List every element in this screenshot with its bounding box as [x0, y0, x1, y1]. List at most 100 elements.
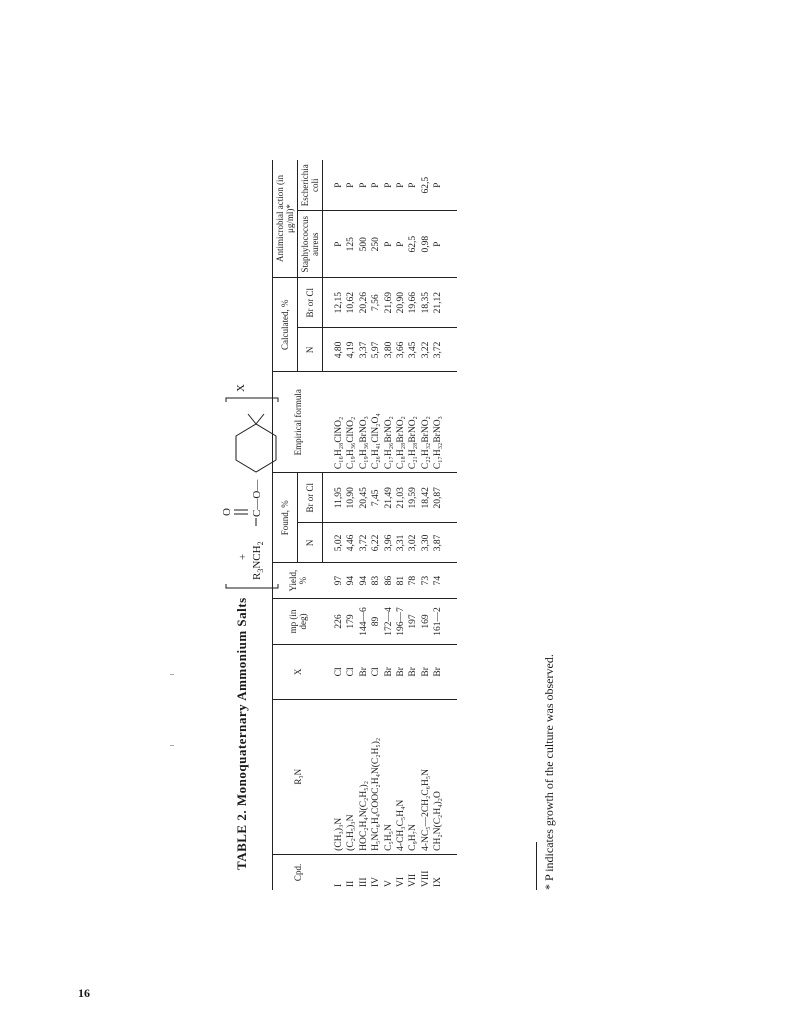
cell-staph: 250 — [370, 210, 383, 278]
cell-ecoli: P — [396, 182, 407, 188]
cell-found-brcl: 21,49 — [382, 472, 396, 523]
cell-calc-brcl: 19,66 — [407, 277, 420, 328]
cell-formula: C₁₈H₂₈BrNO₂ — [395, 371, 408, 473]
cell-found-brcl: 20,87 — [432, 472, 457, 523]
cell-staph: 0,98 — [419, 210, 433, 278]
scan-speck — [170, 745, 174, 746]
table-row: III HOC₂H₄N(C₂H₅)₂ Br 144—6 94 3,72 20,4… — [357, 160, 371, 890]
header-found: Found, % — [272, 472, 298, 563]
methyl-bond-b — [255, 413, 265, 425]
cell-calc-brcl: 20,90 — [395, 277, 408, 328]
cell-cpd: II — [345, 854, 358, 890]
cell-x: Br — [395, 644, 408, 700]
anion-label: X — [235, 384, 247, 392]
structure-n: N — [251, 561, 263, 569]
structural-formula: + R3NCH2 O C—O— X — [208, 330, 284, 590]
cell-calc-brcl: 7,56 — [370, 277, 383, 328]
cell-calc-n: 3,22 — [419, 327, 433, 372]
cell-r3n: C₅H₅N — [382, 699, 396, 855]
cell-formula: C₁₉H₃₆ClNO₂ — [345, 371, 358, 473]
cell-r3n: CH₂N(C₂H₄)₂O — [432, 699, 457, 855]
cell-cpd: I — [322, 854, 346, 890]
cell-x: Br — [407, 644, 420, 700]
cell-calc-n: 5,97 — [370, 327, 383, 372]
cell-found-brcl: 20,45 — [357, 472, 371, 523]
cell-calc-brcl: 21,12 — [432, 277, 457, 328]
structure-r: R — [251, 572, 263, 580]
header-antimicrobial: Antimicrobial action (in μg/ml)* — [272, 160, 298, 278]
cell-found-n: 5,02 — [322, 522, 346, 563]
cell-found-n: 3,96 — [382, 522, 396, 563]
cell-mp: 197 — [407, 598, 420, 645]
header-calc-n: N — [297, 327, 323, 372]
cell-calc-n: 4,19 — [345, 327, 358, 372]
table-row: VI 4-CH₃C₅H₄N Br 196—7 81 3,31 21,03 C₁₈… — [395, 160, 408, 890]
page-number: 16 — [78, 986, 90, 1000]
cell-found-brcl: 19,59 — [407, 472, 420, 523]
cell-found-brcl: 18,42 — [419, 472, 433, 523]
cell-calc-n: 3,37 — [357, 327, 371, 372]
cell-cpd: IV — [370, 854, 383, 890]
header-formula: Empirical formula — [272, 371, 323, 473]
cell-formula: C₂₂H₃₂BrNO₂ — [419, 371, 433, 473]
structure-ch-sub: 2 — [256, 541, 265, 545]
header-found-brcl: Br or Cl — [297, 472, 323, 523]
cell-yield: 83 — [370, 562, 383, 599]
cell-found-brcl: 7,45 — [370, 472, 383, 523]
cell-r3n: HOC₂H₄N(C₂H₅)₂ — [357, 699, 371, 855]
cell-r3n: 4-NC₅—2CH₂C₆H₅N — [419, 699, 433, 855]
cell-found-n: 3,72 — [357, 522, 371, 563]
carbonyl-oxygen: O — [221, 508, 233, 516]
cell-found-n: 3,87 — [432, 522, 457, 563]
structural-formula-drawing: + R3NCH2 O C—O— X — [221, 384, 279, 589]
cell-yield: 73 — [419, 562, 433, 599]
cell-cpd: VII — [407, 854, 420, 890]
cell-found-n: 4,46 — [345, 522, 358, 563]
cell-x: Cl — [345, 644, 358, 700]
table-row: VII C₉H₇N Br 197 78 3,02 19,59 C₂₁H₂₈BrN… — [407, 160, 420, 890]
cell-yield: 74 — [432, 562, 457, 599]
table-row: V C₅H₅N Br 172—4 86 3,96 21,49 C₁₇H₂₆BrN… — [382, 160, 396, 890]
cell-found-brcl: 11,95 — [322, 472, 346, 523]
cell-yield: 86 — [382, 562, 396, 599]
cell-r3n: (C₂H₅)₃N — [345, 699, 358, 855]
table-row: IV H₅NC₆H₄COOC₂H₄N(C₂H₅)₂ Cl 89 83 6,22 … — [370, 160, 383, 890]
footnote: * P indicates growth of the culture was … — [542, 654, 556, 890]
header-mp: mp (in deg) — [272, 598, 323, 645]
header-calc-brcl: Br or Cl — [297, 277, 323, 328]
scan-speck — [170, 674, 174, 675]
header-ecoli: Escherichia coli — [297, 160, 323, 211]
structure-ch: CH — [251, 545, 263, 560]
cell-yield: 78 — [407, 562, 420, 599]
cell-yield: 94 — [357, 562, 371, 599]
cell-found-n: 3,30 — [419, 522, 433, 563]
cell-formula: C₂₁H₂₈BrNO₂ — [407, 371, 420, 473]
table-row: VIII 4-NC₅—2CH₂C₆H₅N Br 169 73 3,30 18,4… — [419, 160, 433, 890]
table-title: TABLE 2. Monoquaternary Ammonium Salts — [234, 597, 249, 870]
cell-cpd: III — [357, 854, 371, 890]
cell-cpd: VI — [395, 854, 408, 890]
cell-mp: 169 — [419, 598, 433, 645]
cell-r3n: C₉H₇N — [407, 699, 420, 855]
cell-found-n: 3,31 — [395, 522, 408, 563]
cell-calc-brcl: 12,15 — [322, 277, 346, 328]
cell-x: Br — [357, 644, 371, 700]
cell-x: Cl — [322, 644, 346, 700]
cell-staph: P — [322, 210, 346, 278]
cell-x: Cl — [370, 644, 383, 700]
header-yield: Yield, % — [272, 562, 323, 599]
cell-ecoli: P — [383, 182, 394, 188]
structure-prefix: R3NCH2 — [251, 541, 265, 580]
header-calculated: Calculated, % — [272, 277, 298, 372]
cell-formula: C₁₆H₂₈ClNO₂ — [322, 371, 346, 473]
cell-x: Br — [432, 644, 457, 700]
cell-calc-n: 3,45 — [407, 327, 420, 372]
cell-calc-n: 3,80 — [382, 327, 396, 372]
cell-r3n: H₅NC₆H₄COOC₂H₄N(C₂H₅)₂ — [370, 699, 383, 855]
cell-mp: 161—2 — [432, 598, 457, 645]
salts-table: Cpd. R₃N X mp (in deg) Yield, % Found, %… — [272, 160, 457, 890]
cell-calc-brcl: 18,35 — [419, 277, 433, 328]
cell-x: Br — [419, 644, 433, 700]
header-found-n: N — [297, 522, 323, 563]
structure-r-sub: 3 — [256, 569, 265, 573]
